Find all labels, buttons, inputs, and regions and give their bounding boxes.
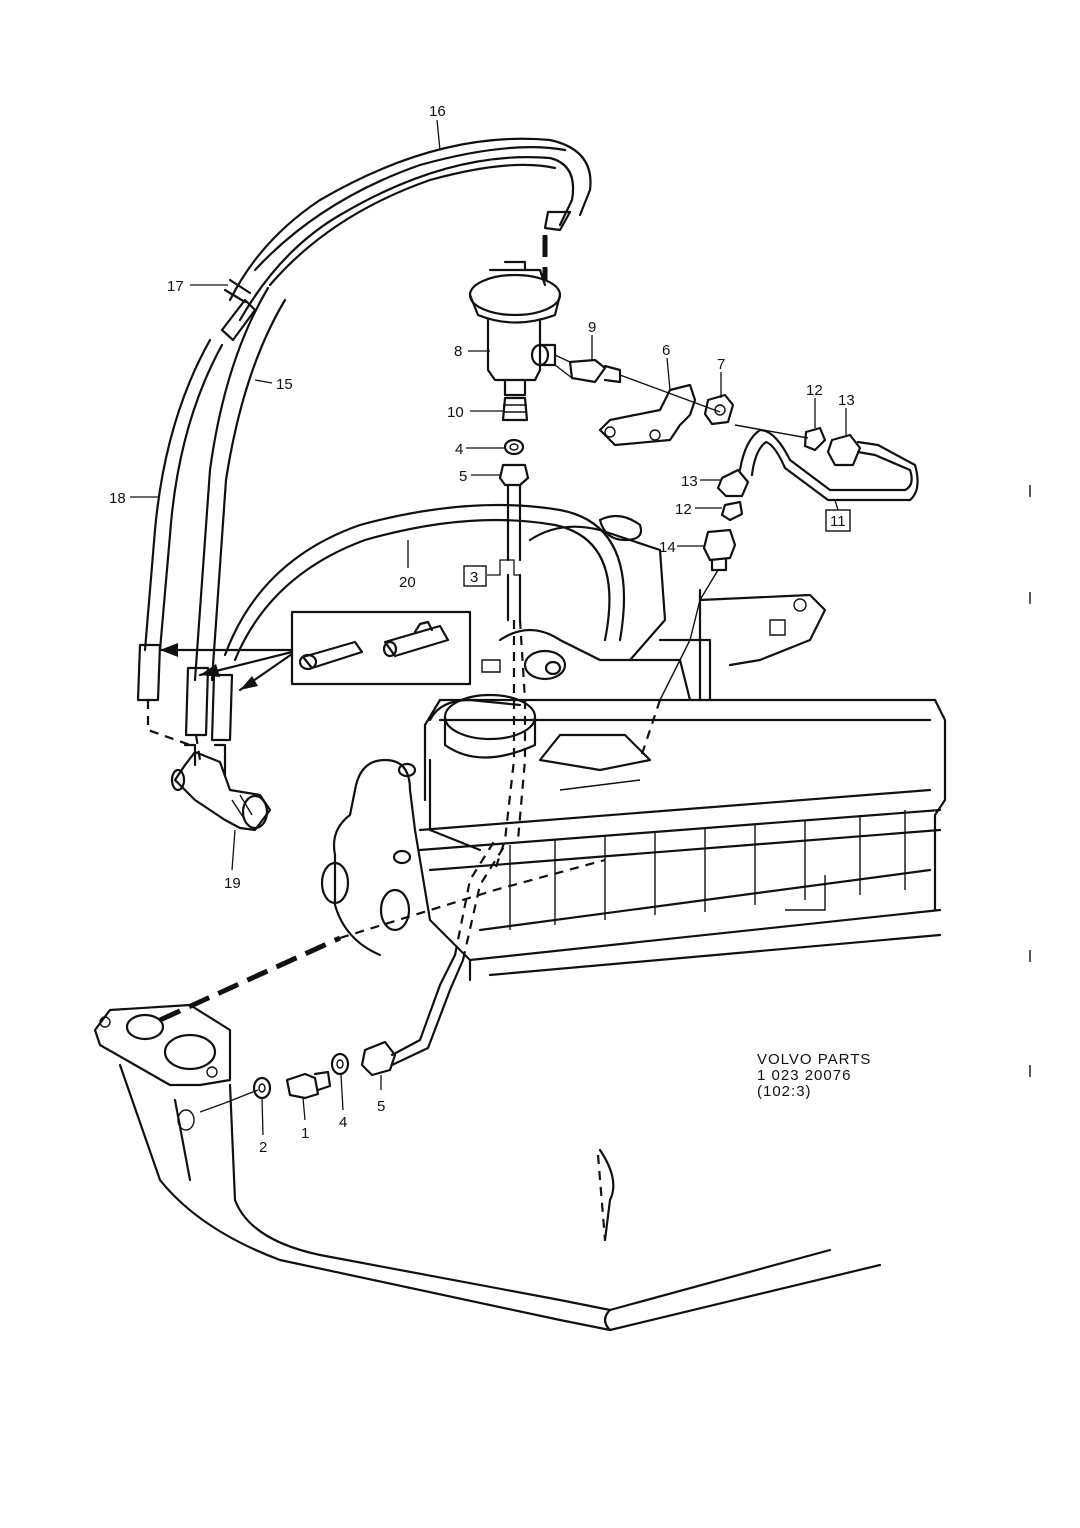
callout-5-bottom: 5 [377, 1098, 385, 1115]
callout-15: 15 [276, 376, 293, 393]
callout-5-top: 5 [459, 468, 467, 485]
callout-18: 18 [109, 490, 126, 507]
callout-labels: 16 17 15 18 8 9 6 7 12 13 10 4 5 13 12 1… [109, 103, 855, 1156]
callout-11: 11 [830, 513, 846, 530]
callout-16: 16 [429, 103, 446, 120]
callout-12-top: 12 [806, 382, 823, 399]
footer-section-code: (102:3) [757, 1083, 812, 1100]
fittings [158, 354, 919, 1113]
callout-19: 19 [224, 875, 241, 892]
vacuum-hoses [136, 137, 626, 761]
detail-inset [158, 610, 472, 692]
callout-20: 20 [399, 574, 416, 591]
callout-13-top: 13 [838, 392, 855, 409]
callout-17: 17 [167, 278, 184, 295]
footer-reference: VOLVO PARTS 1 023 20076 (102:3) [757, 1052, 871, 1100]
callout-7: 7 [717, 356, 725, 373]
callout-4-bottom: 4 [339, 1114, 347, 1131]
callout-13-bottom: 13 [681, 473, 698, 490]
callout-10: 10 [447, 404, 464, 421]
leader-lines [130, 119, 847, 1136]
exhaust-pipe [93, 1003, 882, 1332]
callout-14: 14 [659, 539, 676, 556]
thermostatic-valve [170, 743, 272, 832]
callout-6: 6 [662, 342, 670, 359]
callout-2: 2 [259, 1139, 267, 1156]
callout-box-11 [825, 509, 851, 532]
callout-3: 3 [470, 569, 478, 586]
egr-valve [468, 260, 562, 397]
callout-12-bottom: 12 [675, 501, 692, 518]
callout-9: 9 [588, 319, 596, 336]
footer-brand: VOLVO PARTS [757, 1051, 872, 1068]
callout-box-3 [463, 565, 487, 587]
engine-block [320, 485, 1031, 1077]
callout-1: 1 [301, 1125, 309, 1142]
callout-4-top: 4 [455, 441, 463, 458]
footer-part-number: 1 023 20076 [757, 1067, 852, 1084]
callout-8: 8 [454, 343, 462, 360]
